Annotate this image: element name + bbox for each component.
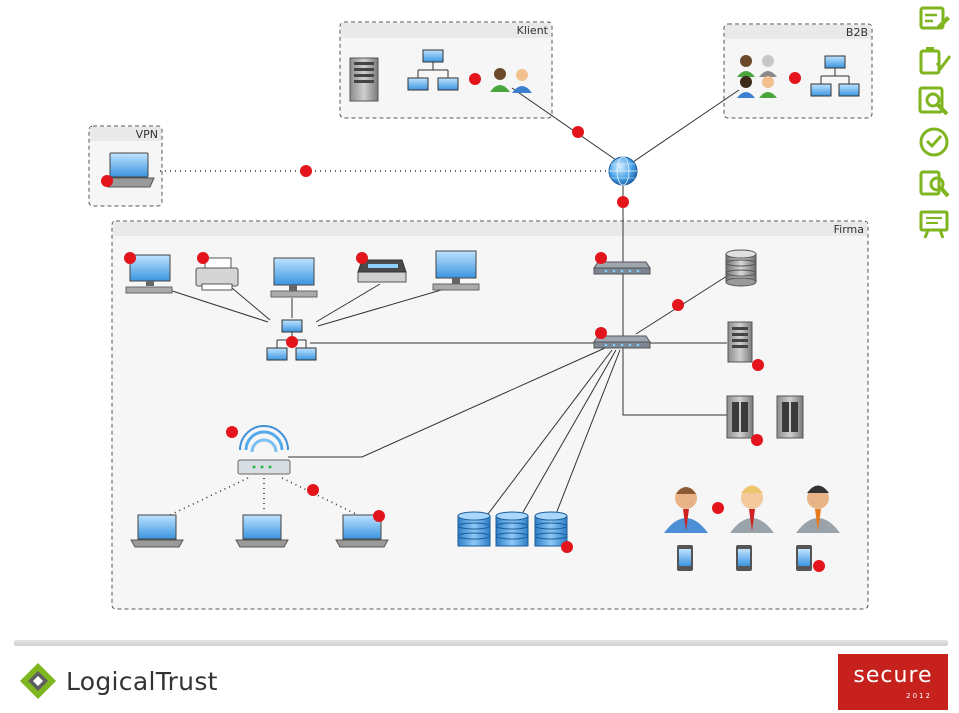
core-switch-icon	[593, 335, 651, 349]
laptop-icon	[235, 514, 289, 548]
desktop-computer-icon	[432, 250, 480, 291]
red-marker	[356, 252, 368, 264]
employee-icon	[664, 487, 708, 533]
red-marker	[307, 484, 319, 496]
red-marker	[226, 426, 238, 438]
red-marker	[813, 560, 825, 572]
badge-year: 2012	[906, 692, 932, 700]
brand-logo[interactable]: LogicalTrust	[16, 658, 218, 704]
wireless-links	[160, 170, 610, 516]
red-marker	[595, 252, 607, 264]
red-marker	[751, 434, 763, 446]
presentation-icon[interactable]	[917, 207, 951, 241]
mobile-phone-icon	[677, 545, 693, 571]
red-marker	[672, 299, 684, 311]
database-icon	[725, 249, 757, 287]
zone-label-b2b: B2B	[846, 26, 868, 39]
magnify-report-icon[interactable]	[917, 84, 951, 118]
client-users-icon	[490, 68, 532, 93]
wifi-access-point-icon	[237, 425, 291, 475]
red-marker	[373, 510, 385, 522]
server-tower-icon	[727, 321, 753, 363]
footer-divider	[14, 640, 948, 646]
red-marker	[286, 336, 298, 348]
printer-icon	[195, 257, 239, 291]
red-marker	[101, 175, 113, 187]
network-tree-icon	[407, 49, 459, 91]
storage-server-icon	[726, 395, 754, 439]
clipboard-check-icon[interactable]	[917, 43, 951, 77]
document-edit-icon[interactable]	[917, 2, 951, 36]
red-marker	[752, 359, 764, 371]
employee-icon	[796, 485, 840, 533]
red-marker	[572, 126, 584, 138]
red-marker	[712, 502, 724, 514]
red-marker	[595, 327, 607, 339]
storage-disks-icon	[457, 511, 568, 547]
shield-check-icon[interactable]	[917, 125, 951, 159]
switch-icon	[593, 261, 651, 275]
red-marker	[197, 252, 209, 264]
brand-name: LogicalTrust	[66, 666, 218, 696]
logicaltrust-logo-icon	[20, 663, 56, 699]
employee-icon	[730, 485, 774, 533]
zone-b2b: B2B	[723, 23, 873, 119]
red-marker	[561, 541, 573, 553]
badge-word: secure	[853, 663, 933, 688]
search-lock-icon[interactable]	[917, 166, 951, 200]
scanner-icon	[357, 259, 407, 283]
desktop-computer-icon	[125, 254, 173, 294]
red-marker	[300, 165, 312, 177]
red-marker	[617, 196, 629, 208]
lan-tree-icon	[266, 319, 317, 361]
mobile-phone-icon	[736, 545, 752, 571]
red-marker	[789, 72, 801, 84]
internet-globe-icon	[608, 156, 638, 186]
zone-label-klient: Klient	[517, 24, 549, 37]
laptop-icon	[130, 514, 184, 548]
red-markers	[101, 72, 825, 572]
desktop-computer-icon	[270, 257, 318, 298]
zone-label-firma: Firma	[834, 223, 864, 236]
red-marker	[124, 252, 136, 264]
storage-server-icon	[776, 395, 804, 439]
business-users-icon	[737, 55, 777, 98]
vpn-laptop-icon	[103, 152, 155, 188]
sidebar-icons	[917, 2, 953, 248]
secure-2012-badge: secure 2012	[838, 654, 948, 710]
b2b-network-tree-icon	[810, 55, 860, 97]
red-marker	[469, 73, 481, 85]
mobile-phone-icon	[796, 545, 812, 571]
zone-label-vpn: VPN	[136, 128, 158, 141]
server-tower-icon	[349, 57, 379, 102]
zone-firma: Firma	[111, 220, 869, 610]
